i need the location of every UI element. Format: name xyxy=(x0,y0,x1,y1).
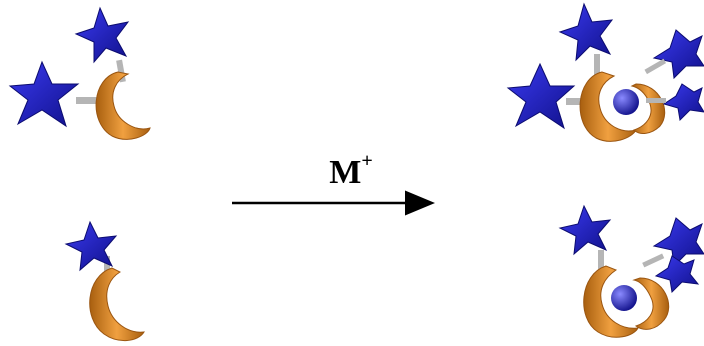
linker xyxy=(646,98,666,103)
metal-complex-top xyxy=(508,4,704,141)
star-icon xyxy=(664,84,704,120)
free-ligand-top xyxy=(10,8,150,139)
star-icon xyxy=(10,62,78,126)
crescent-icon xyxy=(90,268,144,341)
metal-ion xyxy=(611,285,637,311)
star-icon xyxy=(654,30,704,78)
metal-charge: + xyxy=(361,150,372,172)
crescent-icon xyxy=(96,72,150,139)
reagent-label: M+ xyxy=(296,150,406,192)
star-icon xyxy=(560,4,612,60)
metal-symbol: M xyxy=(329,154,361,191)
star-icon xyxy=(76,8,128,62)
metal-complex-bottom xyxy=(560,206,704,337)
star-icon xyxy=(66,222,116,270)
linker xyxy=(642,254,664,268)
metal-ion xyxy=(613,89,639,115)
crescent-icon xyxy=(634,278,669,329)
star-icon xyxy=(656,256,698,292)
star-icon xyxy=(560,206,610,254)
linker xyxy=(644,59,666,74)
star-icon xyxy=(508,64,574,128)
free-ligand-bottom xyxy=(66,222,144,341)
